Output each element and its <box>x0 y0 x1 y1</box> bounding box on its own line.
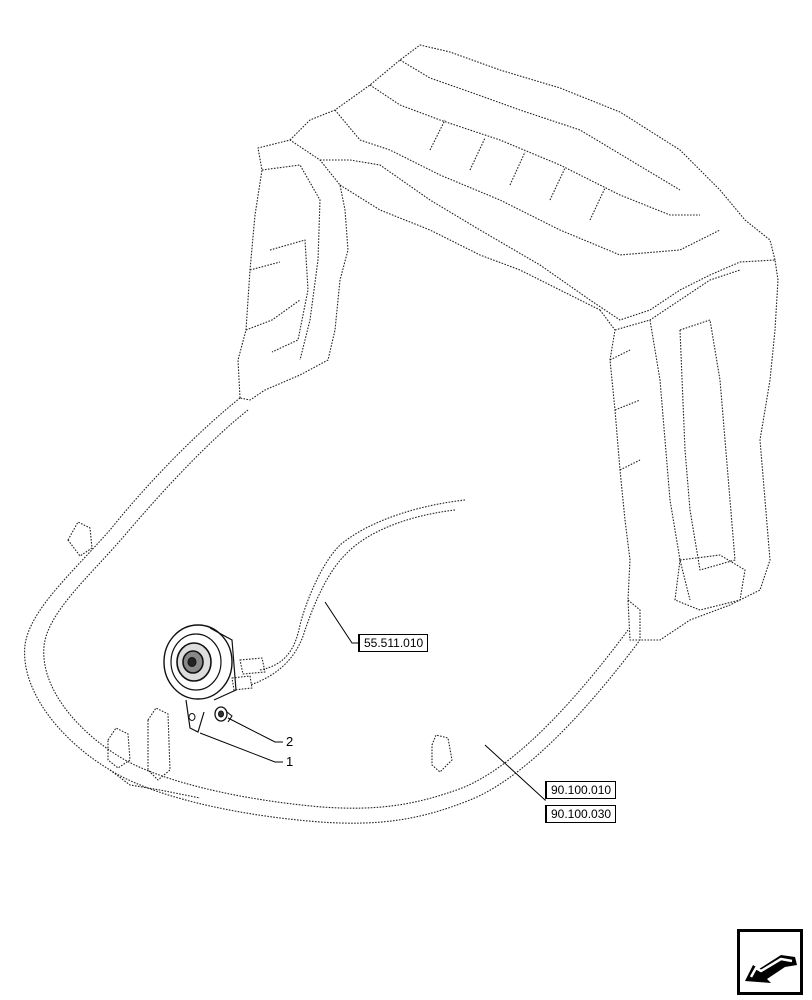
roof-panel-2 <box>369 84 700 216</box>
right-tower-lower <box>674 554 746 611</box>
frame-loop-inner <box>43 409 629 809</box>
bracket-left-lower-2 <box>147 707 171 781</box>
horn <box>163 624 237 733</box>
harness-line-lower <box>249 509 456 686</box>
right-tower-inner <box>614 269 741 601</box>
leader-55 <box>324 601 358 644</box>
bracket-left-lower-1 <box>107 727 131 769</box>
bracket-left-upper <box>67 521 93 557</box>
callout-item-1: 1 <box>286 754 294 769</box>
left-tower-panel <box>269 239 309 353</box>
roof-panel-1 <box>334 109 721 256</box>
left-tower <box>237 139 349 401</box>
leader-90 <box>484 744 546 801</box>
roof-front-edge <box>289 44 776 261</box>
previous-page-arrow-icon[interactable] <box>737 929 803 995</box>
connector-2 <box>231 675 253 691</box>
leader-item-1 <box>199 732 283 763</box>
roof-rear-edge <box>320 159 776 321</box>
bracket-right-lower <box>431 734 453 773</box>
reference-label-90-100-030[interactable]: 90.100.030 <box>545 805 617 823</box>
reference-label-90-100-010[interactable]: 90.100.010 <box>545 781 617 799</box>
roof-ribs <box>429 119 606 221</box>
frame-lower-detail <box>109 769 201 799</box>
right-tower-edge <box>609 349 641 640</box>
frame-loop-outer <box>24 397 641 824</box>
leader-item-2 <box>227 717 283 743</box>
roof-panel-3 <box>399 59 681 191</box>
right-tower <box>599 259 779 641</box>
harness-line-upper <box>259 499 466 671</box>
roof-crossbar <box>339 184 601 311</box>
left-tower-inner <box>261 164 321 361</box>
left-tower-edge <box>245 261 301 331</box>
bolt <box>214 706 233 723</box>
callout-item-2: 2 <box>286 734 294 749</box>
reference-label-55-511-010[interactable]: 55.511.010 <box>358 634 429 652</box>
right-tower-panel <box>679 319 736 571</box>
connector-1 <box>239 657 266 675</box>
